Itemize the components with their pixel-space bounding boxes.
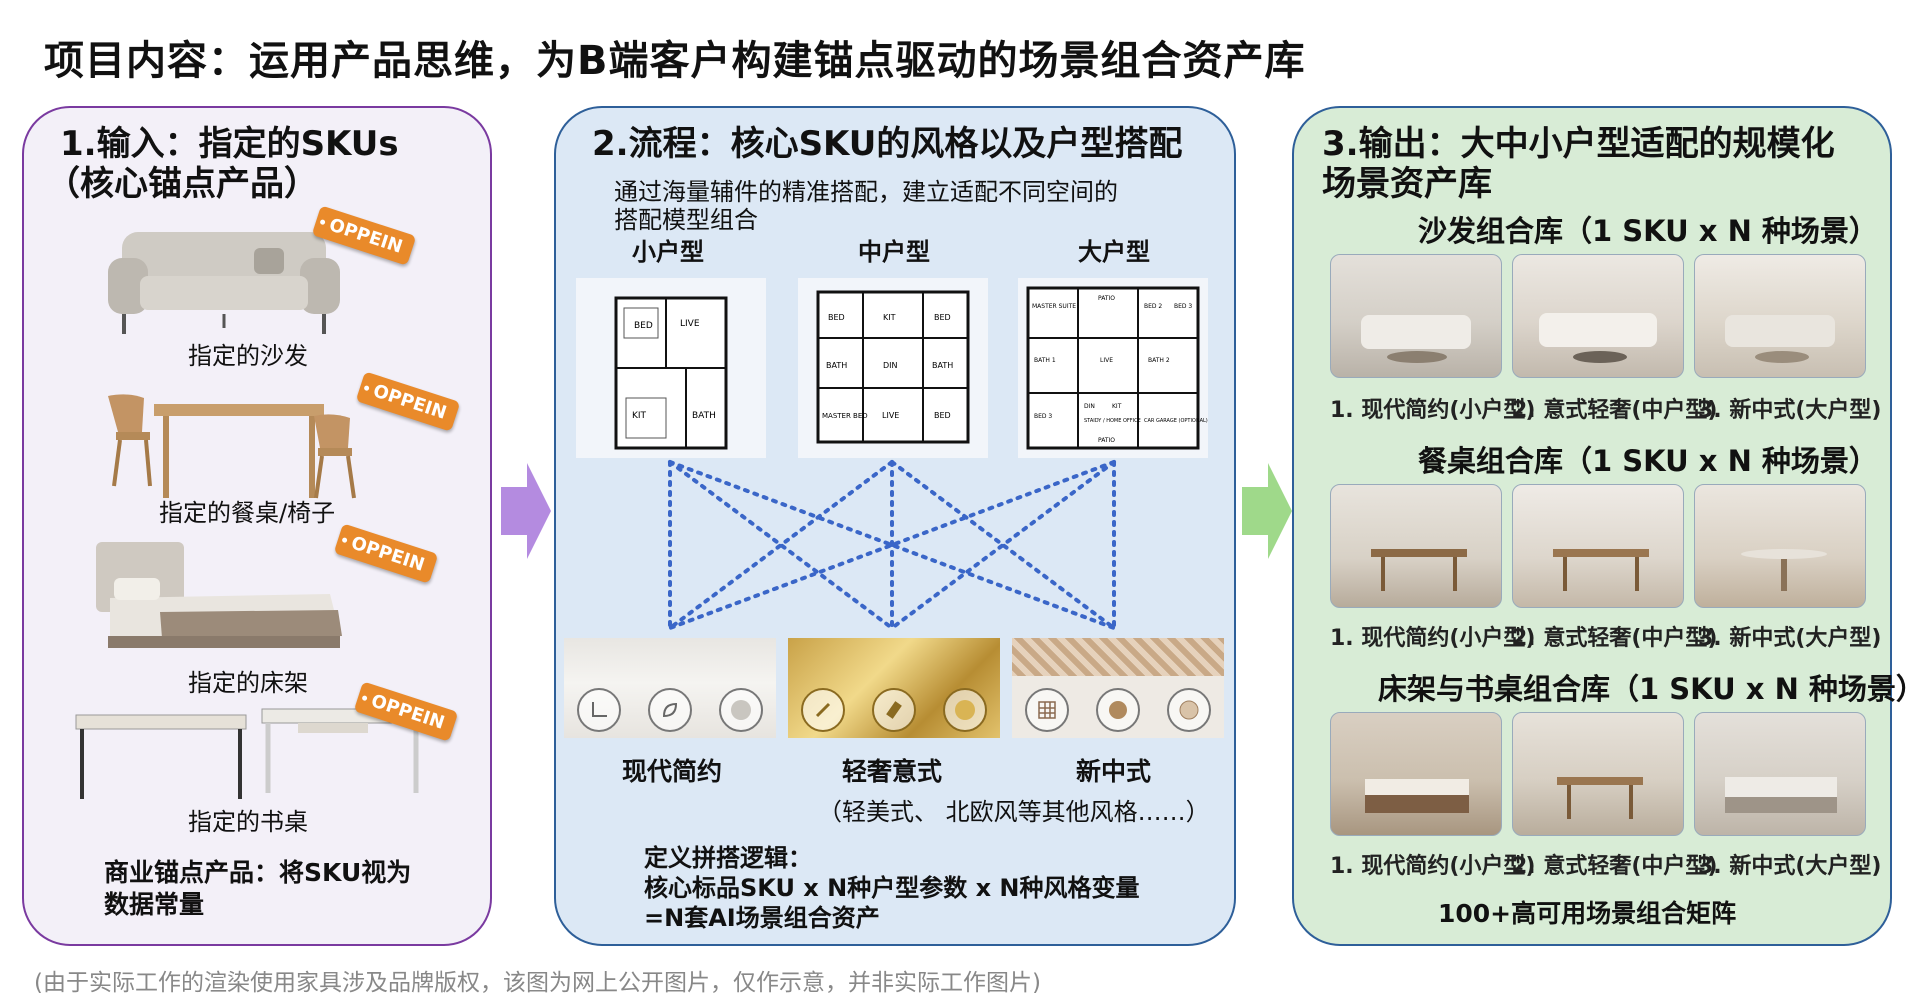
style-swatch-chinese [1012,638,1224,738]
style-modern-label: 现代简约 [622,757,723,786]
gold-circle-icon [942,688,987,732]
bed-scene-1 [1330,712,1502,836]
output-panel-title: 3.输出：大中小户型适配的规模化 [1322,124,1835,164]
plan-text: DIN [883,361,898,370]
plan-text: LIVE [1100,357,1113,364]
plan-text: PATIO [1098,437,1115,444]
leaf-icon [647,688,692,732]
floorplan-medium: BED KIT BED DIN BATH BATH MASTER BED LIV… [798,278,988,458]
desk-label: 指定的书桌 [188,808,308,836]
logic-heading: 定义拼搭逻辑： [644,844,812,872]
style-swatch-modern [564,638,776,738]
floorplan-small: BED LIVE KIT BATH [576,278,766,458]
plan-text: PATIO [1098,295,1115,302]
scene-caption: 3. 新中式(大户型) [1698,398,1882,423]
bar-icon [871,688,916,732]
dining-library-title: 餐桌组合库（1 SKU x N 种场景） [1418,444,1878,478]
plan-text: LIVE [680,319,700,329]
other-styles: （轻美式、 北欧风等其他风格……） [818,798,1210,826]
bed-desk-library-title: 床架与书桌组合库（1 SKU x N 种场景） [1378,672,1915,706]
scene-caption: 1. 现代简约(小户型) [1330,398,1536,423]
plan-text: KIT [1112,403,1122,410]
sofa-scene-3 [1694,254,1866,378]
plan-text: MASTER SUITE [1032,303,1076,310]
plan-text: BATH 1 [1034,357,1056,364]
plan-text: MASTER BED [822,412,868,420]
style-chinese-label: 新中式 [1076,757,1152,786]
output-panel-subtitle: 场景资产库 [1322,164,1492,204]
input-panel-subtitle: （核心锚点产品） [46,164,318,204]
plan-text: BATH [826,361,847,370]
process-panel-title: 2.流程：核心SKU的风格以及户型搭配 [592,124,1183,164]
bed-scene-3 [1694,712,1866,836]
plan-text: BED 3 [1034,413,1052,420]
sofa-scene-2 [1512,254,1684,378]
sofa-image [108,232,340,334]
plan-text: KIT [883,313,896,322]
scene-caption: 2. 意式轻奢(中户型) [1512,398,1718,423]
scene-caption: 3. 新中式(大户型) [1698,854,1882,879]
scene-caption: 2. 意式轻奢(中户型) [1512,626,1718,651]
lattice-icon [1095,688,1140,732]
output-panel: 3.输出：大中小户型适配的规模化 场景资产库 沙发组合库（1 SKU x N 种… [1292,106,1915,946]
output-summary: 100+高可用场景组合矩阵 [1438,899,1737,928]
plan-text: BED 3 [1174,303,1192,310]
plan-text: KIT [632,411,647,421]
pattern-icon [1166,688,1211,732]
plan-text: BED 2 [1144,303,1162,310]
plan-text: BED [934,313,951,322]
scene-caption: 2. 意式轻奢(中户型) [1512,854,1718,879]
process-panel: 2.流程：核心SKU的风格以及户型搭配 通过海量辅件的精准搭配，建立适配不同空间… [554,106,1236,946]
connection-lines [668,460,1116,630]
floorplan-large: MASTER SUITE PATIO BED 2 BED 3 LIVE BATH… [1018,278,1208,458]
bed-label: 指定的床架 [188,669,308,697]
style-swatch-luxury [788,638,1000,738]
scene-caption: 1. 现代简约(小户型) [1330,626,1536,651]
plan-text: BATH [692,411,716,421]
brand-tag: OPPEIN [355,371,461,432]
input-panel-title: 1.输入：指定的SKUs [60,124,399,164]
input-summary: 商业锚点产品：将SKU视为 [104,858,412,887]
bed-scene-2 [1512,712,1684,836]
style-luxury-label: 轻奢意式 [842,757,943,786]
circle-icon [718,688,763,732]
plan-text: BED [934,411,951,420]
plan-text: BED [634,321,653,331]
scene-caption: 3. 新中式(大户型) [1698,626,1882,651]
input-panel: 1.输入：指定的SKUs （核心锚点产品） OPPEIN 指定的沙发 OPPEI… [22,106,492,946]
bed-image [96,542,342,648]
grid-icon [1025,688,1070,732]
process-desc-2: 搭配模型组合 [614,206,758,234]
dining-scene-3 [1694,484,1866,608]
plan-text: CAR GARAGE (OPTIONAL) [1144,418,1208,424]
plan-text: LIVE [882,411,899,420]
layout-large-label: 大户型 [1078,238,1150,266]
flow-arrow-2 [1242,463,1292,559]
sofa-scene-1 [1330,254,1502,378]
plan-text: DIN [1084,403,1095,410]
dining-label: 指定的餐桌/椅子 [159,499,336,527]
layout-medium-label: 中户型 [858,238,930,266]
angle-icon [577,688,622,732]
pen-icon [801,688,846,732]
dining-scene-1 [1330,484,1502,608]
plan-text: STAIDY / HOME OFFICE [1084,418,1141,424]
layout-small-label: 小户型 [632,238,704,266]
dining-set-image [108,394,356,499]
plan-text: BATH 2 [1148,357,1170,364]
input-summary-2: 数据常量 [104,890,205,919]
sofa-label: 指定的沙发 [188,342,308,370]
dining-scene-2 [1512,484,1684,608]
process-desc: 通过海量辅件的精准搭配，建立适配不同空间的 [614,178,1118,206]
plan-text: BED [828,313,845,322]
logic-formula: 核心标品SKU x N种户型参数 x N种风格变量 [644,874,1140,902]
logic-result: =N套AI场景组合资产 [644,904,880,932]
flow-arrow-1 [501,463,551,559]
sofa-library-title: 沙发组合库（1 SKU x N 种场景） [1418,214,1878,248]
footnote: (由于实际工作的渲染使用家具涉及品牌版权，该图为网上公开图片，仅作示意，并非实际… [34,970,1041,993]
plan-text: BATH [932,361,953,370]
page-title: 项目内容：运用产品思维，为B端客户构建锚点驱动的场景组合资产库 [44,38,1306,84]
scene-caption: 1. 现代简约(小户型) [1330,854,1536,879]
